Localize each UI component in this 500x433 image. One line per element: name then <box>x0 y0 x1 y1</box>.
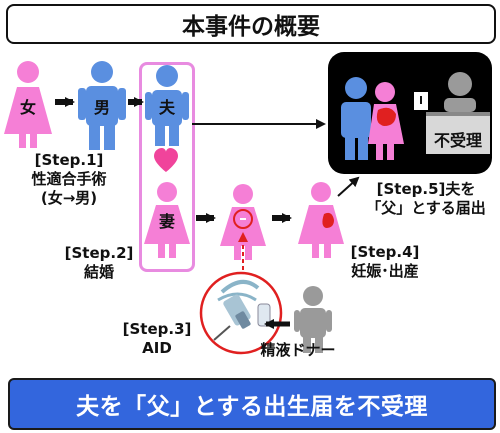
step4-tag: [Step.4] <box>350 243 420 261</box>
wife-label: 妻 <box>158 212 175 231</box>
donor-figure <box>294 286 332 353</box>
step4-label: [Step.4] 妊娠･出産 <box>330 243 440 281</box>
woman-label: 女 <box>19 98 36 117</box>
conclusion-text: 夫を「父」とする出生届を不受理 <box>76 394 428 420</box>
husband-figure <box>145 65 189 146</box>
step1-tag: [Step.1] <box>34 151 104 169</box>
step2-tag: [Step.2] <box>64 244 134 262</box>
refuse-sign: 不受理 <box>433 131 482 150</box>
step2-label: [Step.2] 結婚 <box>54 244 144 282</box>
conclusion-banner: 夫を「父」とする出生届を不受理 <box>8 378 496 430</box>
step5-tag: [Step.5]夫を <box>376 180 476 198</box>
husband-label: 夫 <box>158 98 175 117</box>
title-box: 本事件の概要 <box>6 4 496 44</box>
step4-line1: 妊娠･出産 <box>351 262 419 280</box>
baby-icon <box>322 212 334 228</box>
conception-marker-icon <box>233 209 253 229</box>
heart-icon <box>154 148 178 172</box>
man-label: 男 <box>93 98 110 117</box>
step3-line1: AID <box>142 339 172 357</box>
arrow-mother-to-registration <box>337 176 360 197</box>
woman-figure <box>4 61 52 148</box>
aid-equipment-icon <box>199 271 283 355</box>
mother-figure <box>298 182 344 258</box>
step3-tag: [Step.3] <box>122 320 192 338</box>
step5-line1: 「父」とする届出 <box>366 199 486 217</box>
step1-line1: 性適合手術 <box>31 170 107 188</box>
step1-label: [Step.1] 性適合手術 (女→男) <box>4 151 134 208</box>
pregnant-woman-figure <box>220 184 266 260</box>
page-title: 本事件の概要 <box>182 14 320 40</box>
donor-label: 精液ドナー <box>260 341 336 359</box>
registration-illustration <box>341 72 490 160</box>
man-figure <box>78 61 126 150</box>
step3-label: [Step.3] AID <box>112 320 202 358</box>
wife-figure <box>144 182 190 258</box>
step1-line2: (女→男) <box>40 189 98 207</box>
step5-label: [Step.5]夫を 「父」とする届出 <box>356 180 496 218</box>
step2-line1: 結婚 <box>83 263 114 281</box>
